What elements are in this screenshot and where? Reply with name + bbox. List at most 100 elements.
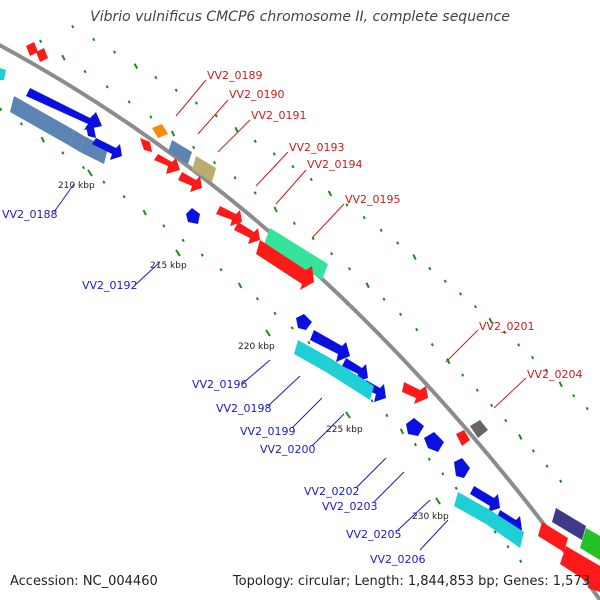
gc-tick: [61, 54, 66, 61]
gc-tick: [92, 37, 96, 42]
gene-arrow[interactable]: [256, 240, 314, 290]
gene-arrow[interactable]: [588, 578, 600, 592]
reverse-gene-labels: VV2_0188 VV2_0192 VV2_0196 VV2_0198 VV2_…: [2, 208, 426, 566]
gc-tick: [61, 151, 65, 155]
gc-tick: [430, 343, 434, 347]
gc-tick: [504, 418, 508, 423]
gene-arrow[interactable]: [178, 172, 202, 192]
gc-tick: [40, 136, 45, 143]
gc-tick: [396, 241, 400, 245]
gene-arrow[interactable]: [234, 222, 260, 244]
gc-tick: [154, 75, 158, 80]
gc-tick: [170, 130, 176, 137]
leader-line: [397, 499, 431, 531]
gene-arrow[interactable]: [580, 528, 600, 560]
gc-tick: [531, 449, 535, 453]
gene-arrow[interactable]: [402, 382, 428, 404]
gene-arrow[interactable]: [454, 492, 490, 524]
leader-line: [197, 99, 229, 135]
gene-arrow[interactable]: [154, 154, 180, 174]
gc-tick: [362, 215, 366, 220]
gc-tick: [473, 305, 477, 309]
gc-tick: [382, 297, 386, 301]
gene-arrow[interactable]: [454, 458, 470, 478]
gc-tick: [428, 266, 432, 271]
gene-arrow[interactable]: [486, 510, 524, 548]
gene-label-vv2-0200[interactable]: VV2_0200: [260, 443, 316, 456]
gene-arrow[interactable]: [0, 68, 6, 80]
scale-tick-label: 230 kbp: [412, 512, 449, 522]
gc-tick: [443, 279, 447, 283]
gene-arrow[interactable]: [342, 358, 368, 382]
gc-tick: [237, 282, 243, 289]
gene-arrow[interactable]: [92, 138, 122, 160]
gene-label-vv2-0191[interactable]: VV2_0191: [251, 109, 307, 122]
gene-arrow[interactable]: [70, 130, 84, 152]
gene-arrow[interactable]: [406, 418, 424, 436]
gene-arrow[interactable]: [326, 358, 374, 400]
leader-line: [291, 397, 323, 429]
gc-tick: [446, 358, 451, 365]
gene-label-vv2-0193[interactable]: VV2_0193: [289, 141, 345, 154]
gc-tick: [506, 544, 510, 549]
gene-arrow[interactable]: [26, 88, 102, 130]
gene-label-vv2-0188[interactable]: VV2_0188: [2, 208, 58, 221]
gene-arrow[interactable]: [470, 486, 500, 512]
gene-arrow[interactable]: [310, 330, 350, 362]
gene-label-vv2-0198[interactable]: VV2_0198: [216, 402, 272, 415]
gene-label-vv2-0189[interactable]: VV2_0189: [207, 69, 263, 82]
gc-tick: [348, 267, 352, 271]
gc-tick: [327, 190, 333, 197]
gc-tick: [200, 253, 204, 257]
gene-arrow[interactable]: [80, 136, 108, 164]
leader-line: [275, 169, 307, 205]
gc-tick: [142, 209, 147, 216]
gene-arrow[interactable]: [192, 156, 216, 182]
gc-tick: [572, 394, 576, 398]
gene-arrow[interactable]: [10, 96, 74, 146]
gene-label-vv2-0190[interactable]: VV2_0190: [229, 88, 285, 101]
gene-label-vv2-0206[interactable]: VV2_0206: [370, 553, 426, 566]
gc-tick: [585, 406, 589, 411]
gc-tick: [273, 311, 277, 316]
gene-label-vv2-0201[interactable]: VV2_0201: [479, 320, 535, 333]
gene-label-vv2-0199[interactable]: VV2_0199: [240, 425, 296, 438]
gene-arrow[interactable]: [538, 522, 568, 552]
gene-arrow[interactable]: [216, 206, 242, 226]
gene-label-vv2-0204[interactable]: VV2_0204: [527, 368, 583, 381]
gene-label-vv2-0192[interactable]: VV2_0192: [82, 279, 138, 292]
gc-tick: [365, 282, 370, 289]
gene-arrow[interactable]: [36, 48, 48, 62]
scale-tick-mark: [175, 249, 181, 257]
gene-arrow[interactable]: [168, 140, 192, 164]
scale-tick-label: 210 kbp: [58, 181, 95, 191]
gene-arrow[interactable]: [26, 42, 38, 56]
gc-tick: [488, 317, 493, 324]
gene-arrow[interactable]: [186, 208, 200, 224]
gene-label-vv2-0202[interactable]: VV2_0202: [304, 485, 360, 498]
gene-arrow[interactable]: [470, 420, 488, 438]
gene-label-vv2-0196[interactable]: VV2_0196: [192, 378, 248, 391]
gene-arrow[interactable]: [552, 508, 586, 540]
gc-tick: [458, 292, 463, 296]
gc-tick: [81, 165, 86, 170]
gene-arrow[interactable]: [456, 430, 470, 446]
gene-arrow[interactable]: [86, 126, 96, 138]
scale-tick-mark: [87, 169, 93, 177]
gene-label-vv2-0203[interactable]: VV2_0203: [322, 500, 378, 513]
gc-tick: [461, 373, 465, 377]
gene-arrow[interactable]: [294, 340, 330, 372]
gc-tick: [531, 355, 535, 360]
gene-arrow[interactable]: [424, 432, 444, 452]
gene-arrow[interactable]: [140, 138, 152, 152]
gc-tick: [544, 368, 548, 373]
leader-line: [217, 119, 251, 153]
gene-arrow[interactable]: [296, 314, 312, 330]
gene-label-vv2-0194[interactable]: VV2_0194: [307, 158, 363, 171]
gc-tick: [253, 191, 257, 195]
gene-arrow[interactable]: [152, 124, 168, 138]
gc-tick: [518, 434, 523, 440]
gene-label-vv2-0195[interactable]: VV2_0195: [345, 193, 401, 206]
gc-tick: [214, 114, 218, 118]
gene-label-vv2-0205[interactable]: VV2_0205: [346, 528, 402, 541]
